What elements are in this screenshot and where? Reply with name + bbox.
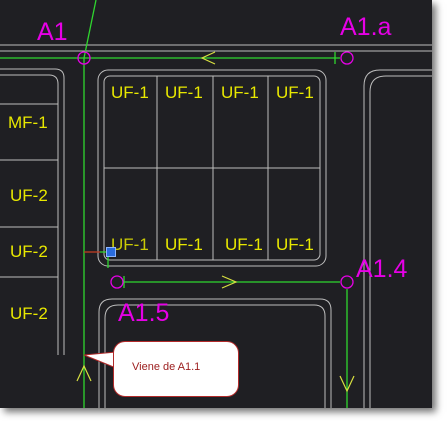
unit-label: UF-2 (10, 242, 48, 261)
unit-label: UF-1 (276, 83, 314, 102)
unit-label: UF-1 (111, 83, 149, 102)
drawing-canvas[interactable] (0, 0, 432, 408)
callout-pointer (83, 351, 117, 369)
cad-viewport[interactable]: A1 A1.a A1.4 A1.5 UF-1 UF-1 UF-1 UF-1 UF… (0, 0, 432, 408)
selection-grip[interactable] (106, 247, 116, 257)
unit-label: MF-1 (8, 113, 48, 132)
unit-label: UF-1 (165, 235, 203, 254)
unit-label: UF-2 (10, 186, 48, 205)
node-label-a14: A1.4 (356, 255, 408, 283)
node-marker-a1 (77, 51, 91, 65)
flow-arrow-left (200, 51, 216, 65)
flow-arrow-down (339, 375, 355, 393)
callout-box: Viene de A1.1 (113, 341, 239, 397)
callout-text: Viene de A1.1 (132, 361, 201, 373)
node-label-a1a: A1.a (340, 13, 392, 41)
flow-arrows (76, 51, 355, 393)
unit-label: UF-1 (225, 235, 263, 254)
unit-label: UF-1 (111, 235, 149, 254)
unit-label: UF-1 (165, 83, 203, 102)
unit-label: UF-1 (221, 83, 259, 102)
node-label-a1: A1 (37, 18, 68, 46)
flow-arrow-right (221, 275, 238, 289)
node-markers (77, 51, 354, 289)
node-marker-a1a (340, 51, 354, 65)
unit-label: UF-1 (276, 235, 314, 254)
node-marker-a14 (340, 275, 354, 289)
node-label-a15: A1.5 (118, 299, 170, 327)
unit-label: UF-2 (10, 304, 48, 323)
flow-arrow-up (76, 364, 92, 382)
node-marker-a15 (110, 275, 124, 289)
building-outlines (0, 44, 432, 408)
